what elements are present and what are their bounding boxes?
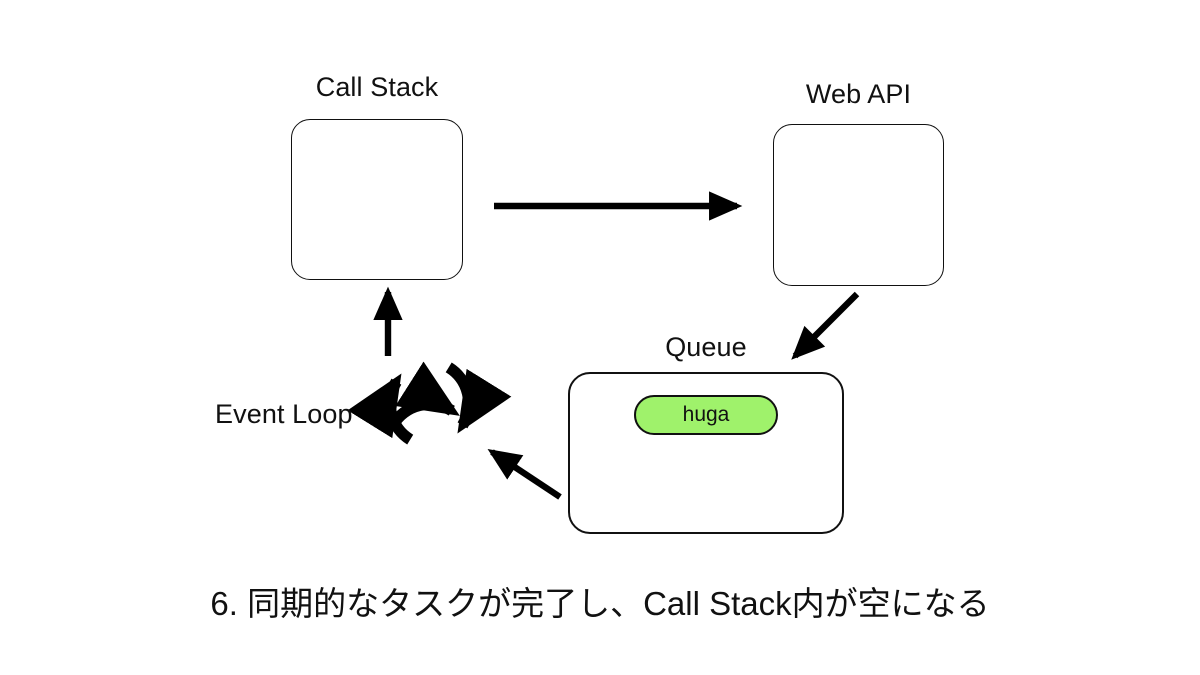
- slide-caption: 6. 同期的なタスクが完了し、Call Stack内が空になる: [210, 585, 990, 622]
- event-loop-icon: [347, 361, 512, 445]
- call-stack-box: [291, 119, 463, 280]
- event-loop-label: Event Loop: [215, 399, 353, 429]
- task-chip-huga: huga: [634, 395, 778, 435]
- call-stack-label: Call Stack: [315, 72, 439, 102]
- web-api-label: Web API: [805, 79, 912, 109]
- queue-label: Queue: [665, 332, 747, 362]
- web-api-box: [773, 124, 944, 286]
- arrow-queue-to-event-loop: [487, 449, 562, 500]
- arrow-web-api-to-queue: [791, 291, 860, 360]
